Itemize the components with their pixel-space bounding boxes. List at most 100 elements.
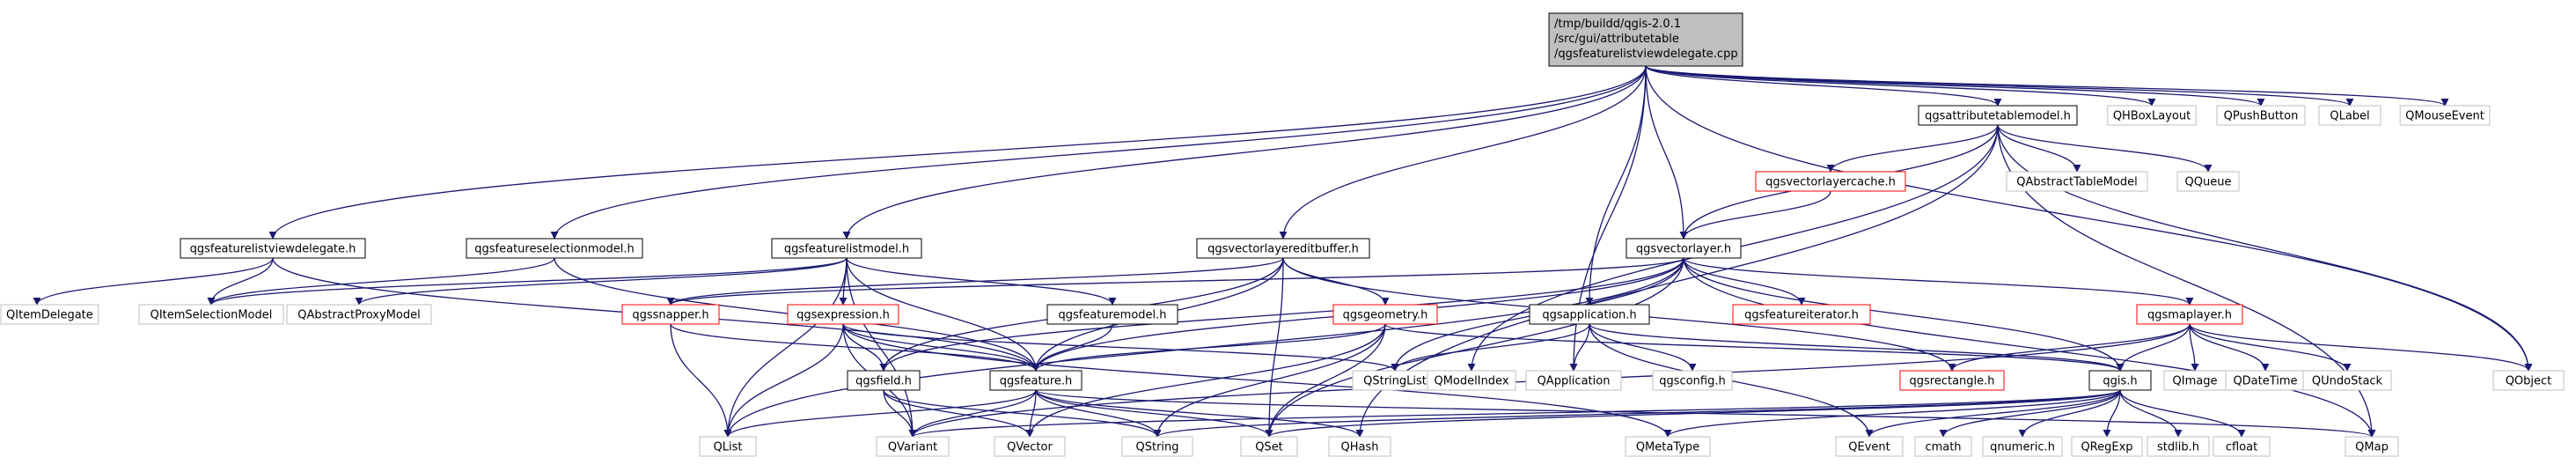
node-QList[interactable]: QList: [699, 436, 757, 457]
node-box: [621, 304, 720, 325]
edge-root-to-qgsfeatureselectionmodel_h: [550, 65, 1647, 240]
edge-qgsmaplayer_h-to-QObject: [2189, 323, 2533, 372]
edge-qgsgeometry_h-to-QString: [1153, 323, 1386, 438]
node-QItemDelegate[interactable]: QItemDelegate: [0, 304, 99, 325]
node-label: qgsfeature.h: [1000, 375, 1073, 388]
node-label: cfloat: [2226, 441, 2257, 454]
edge-qgsfeaturelistmodel_h-to-QVariant: [846, 257, 917, 438]
node-QVariant[interactable]: QVariant: [876, 436, 950, 457]
node-label: qgsfeatureselectionmodel.h: [474, 243, 635, 256]
node-QApplication[interactable]: QApplication: [1525, 370, 1622, 391]
node-box: [847, 370, 921, 391]
node-box: [2147, 436, 2210, 457]
node-label: QQueue: [2185, 176, 2232, 189]
node-qgsfeatureiterator_h[interactable]: qgsfeatureiterator.h: [1732, 304, 1871, 325]
node-box: [1196, 238, 1370, 259]
node-label: stdlib.h: [2157, 441, 2199, 454]
node-box: [1982, 436, 2063, 457]
node-label: QImage: [2173, 375, 2218, 388]
node-qgsgeometry_h[interactable]: qgsgeometry.h: [1332, 304, 1438, 325]
node-label: QSet: [1255, 441, 1283, 454]
edge-qgsattributetablemodel_h-to-QObject: [1997, 124, 2533, 372]
edge-qgsmaplayer_h-to-qgsrectangle_h: [1948, 323, 2191, 372]
node-QAbstractProxyModel[interactable]: QAbstractProxyModel: [286, 304, 432, 325]
node-qnumeric_h[interactable]: qnumeric.h: [1982, 436, 2063, 457]
node-label: qgsmaplayer.h: [2147, 309, 2232, 322]
node-QImage[interactable]: QImage: [2163, 370, 2227, 391]
node-box: [286, 304, 432, 325]
node-label: QRegExp: [2081, 441, 2132, 454]
edge-qgsvectorlayer_h-to-QSet: [1265, 257, 1684, 438]
root-label-line: /src/gui/attributetable: [1554, 33, 1679, 46]
node-qgsfeatureselectionmodel_h[interactable]: qgsfeatureselectionmodel.h: [466, 238, 643, 259]
edge-qgsattributetablemodel_h-to-QAbstractTableModel: [1997, 124, 2081, 173]
node-box: [2216, 105, 2306, 126]
node-box: [138, 304, 284, 325]
node-qgsfeaturemodel_h[interactable]: qgsfeaturemodel.h: [1046, 304, 1178, 325]
node-qgsfeaturelistviewdelegate_h[interactable]: qgsfeaturelistviewdelegate.h: [180, 238, 366, 259]
node-qgis_h[interactable]: qgis.h: [2088, 370, 2152, 391]
node-box: [989, 370, 1083, 391]
node-box: [2176, 171, 2240, 192]
edge-root-to-qgsvectorlayer_h: [1645, 65, 1688, 240]
node-root[interactable]: /tmp/buildd/qgis-2.0.1/src/gui/attribute…: [1548, 12, 1743, 67]
node-QMetaType[interactable]: QMetaType: [1625, 436, 1711, 457]
node-box: [876, 436, 950, 457]
node-label: qgsfeaturelistviewdelegate.h: [190, 243, 356, 256]
node-QDateTime[interactable]: QDateTime: [2225, 370, 2306, 391]
node-qgsattributetablemodel_h[interactable]: qgsattributetablemodel.h: [1918, 105, 2078, 126]
node-label: qgsvectorlayer.h: [1636, 243, 1731, 256]
node-box: [1427, 370, 1516, 391]
node-qgsvectorlayercache_h[interactable]: qgsvectorlayercache.h: [1755, 171, 1906, 192]
node-qgsfeature_h[interactable]: qgsfeature.h: [989, 370, 1083, 391]
edge-root-to-qgsapplication_h: [1585, 65, 1647, 306]
node-QQueue[interactable]: QQueue: [2176, 171, 2240, 192]
node-label: QList: [714, 441, 743, 454]
node-label: qgsattributetablemodel.h: [1925, 110, 2071, 123]
edge-qgsfield_h-to-QString: [883, 389, 1162, 438]
node-QSet[interactable]: QSet: [1240, 436, 1298, 457]
edge-qgsfeature_h-to-QVariant: [908, 389, 1037, 438]
node-QItemSelectionModel[interactable]: QItemSelectionModel: [138, 304, 284, 325]
node-QObject[interactable]: QObject: [2492, 370, 2565, 391]
node-QVector[interactable]: QVector: [994, 436, 1066, 457]
node-qgsrectangle_h[interactable]: qgsrectangle.h: [1899, 370, 2005, 391]
node-QRegExp[interactable]: QRegExp: [2071, 436, 2143, 457]
node-QAbstractTableModel[interactable]: QAbstractTableModel: [2006, 171, 2148, 192]
node-box: [1332, 304, 1438, 325]
node-qgsexpression_h[interactable]: qgsexpression.h: [787, 304, 899, 325]
node-QHBoxLayout[interactable]: QHBoxLayout: [2107, 105, 2197, 126]
edge-qgsfeature_h-to-QList: [723, 389, 1037, 438]
node-qgssnapper_h[interactable]: qgssnapper.h: [621, 304, 720, 325]
node-cfloat[interactable]: cfloat: [2213, 436, 2271, 457]
node-QString[interactable]: QString: [1121, 436, 1193, 457]
node-qgsvectorlayer_h[interactable]: qgsvectorlayer.h: [1626, 238, 1742, 259]
edge-qgsvectorlayer_h-to-qgsmaplayer_h: [1683, 257, 2194, 306]
node-qgsfield_h[interactable]: qgsfield.h: [847, 370, 921, 391]
node-qgsvectorlayereditbuffer_h[interactable]: qgsvectorlayereditbuffer.h: [1196, 238, 1370, 259]
edge-root-to-qgsfeaturelistmodel_h: [842, 65, 1647, 240]
node-cmath[interactable]: cmath: [1914, 436, 1972, 457]
edge-qgsgeometry_h-to-qgsfeature_h: [1031, 323, 1386, 372]
node-qgsfeaturelistmodel_h[interactable]: qgsfeaturelistmodel.h: [771, 238, 922, 259]
node-QPushButton[interactable]: QPushButton: [2216, 105, 2306, 126]
edge-qgsfeature_h-to-QHash: [1035, 389, 1364, 438]
node-label: QPushButton: [2224, 110, 2299, 123]
node-QStringList[interactable]: QStringList: [1352, 370, 1438, 391]
node-QUndoStack[interactable]: QUndoStack: [2302, 370, 2392, 391]
node-QMouseEvent[interactable]: QMouseEvent: [2399, 105, 2491, 126]
node-qgsmaplayer_h[interactable]: qgsmaplayer.h: [2136, 304, 2243, 325]
node-QHash[interactable]: QHash: [1328, 436, 1391, 457]
node-box: [771, 238, 922, 259]
edge-qgsvectorlayercache_h-to-qgsvectorlayer_h: [1679, 190, 1831, 240]
node-QModelIndex[interactable]: QModelIndex: [1427, 370, 1516, 391]
node-QMap[interactable]: QMap: [2345, 436, 2399, 457]
node-qgsapplication_h[interactable]: qgsapplication.h: [1529, 304, 1650, 325]
node-QLabel[interactable]: QLabel: [2318, 105, 2382, 126]
node-stdlib_h[interactable]: stdlib.h: [2147, 436, 2210, 457]
node-label: QMouseEvent: [2405, 110, 2484, 123]
edge-qgsfeaturelistmodel_h-to-QList: [723, 257, 848, 438]
node-QEvent[interactable]: QEvent: [1835, 436, 1904, 457]
edge-root-to-qgsattributetablemodel_h: [1645, 65, 2002, 107]
node-qgsconfig_h[interactable]: qgsconfig.h: [1652, 370, 1733, 391]
